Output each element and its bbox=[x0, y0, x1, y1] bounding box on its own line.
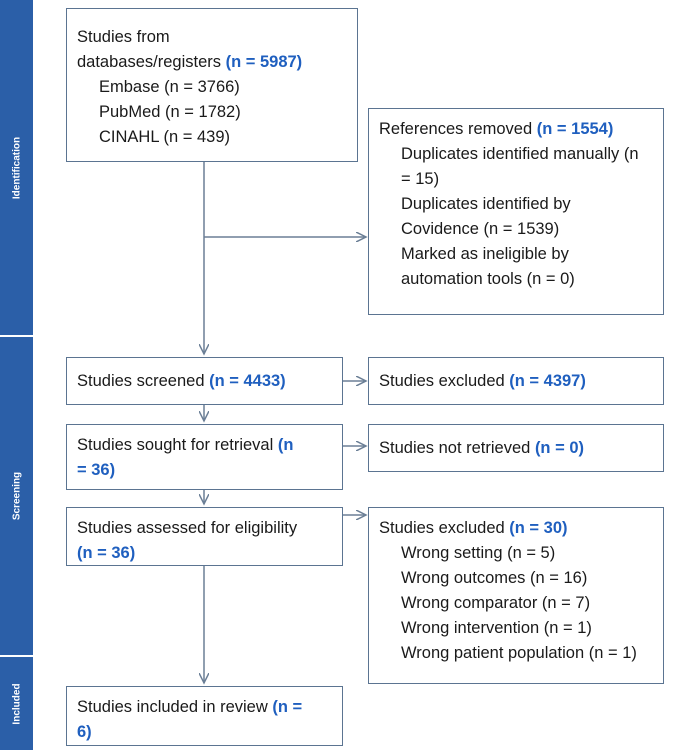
removed-count: (n = 1554) bbox=[536, 120, 614, 138]
box-assessed-eligibility: Studies assessed for eligibility (n = 36… bbox=[66, 507, 343, 566]
removed-item-6: automation tools (n = 0) bbox=[401, 270, 575, 288]
removed-item-3: Duplicates identified by bbox=[401, 195, 571, 213]
assessed-title: Studies assessed for eligibility bbox=[77, 519, 298, 537]
databases-count: (n = 5987) bbox=[225, 53, 303, 71]
excluded2-item-setting: Wrong setting (n = 5) bbox=[401, 544, 556, 562]
box-excluded-eligibility: Studies excluded (n = 30) Wrong setting … bbox=[368, 507, 664, 684]
databases-line1: Studies from bbox=[77, 28, 170, 46]
excluded1-title: Studies excluded bbox=[379, 372, 505, 390]
databases-item-pubmed: PubMed (n = 1782) bbox=[99, 103, 241, 121]
databases-item-cinahl: CINAHL (n = 439) bbox=[99, 128, 230, 146]
excluded2-title: Studies excluded bbox=[379, 519, 505, 537]
screened-count: (n = 4433) bbox=[209, 372, 286, 390]
excluded2-item-comparator: Wrong comparator (n = 7) bbox=[401, 594, 591, 612]
excluded2-count: (n = 30) bbox=[509, 519, 568, 537]
included-count-b: 6) bbox=[77, 723, 92, 741]
databases-line2-row: databases/registers (n = 5987) bbox=[77, 50, 347, 75]
phase-bar-identification: Identification bbox=[0, 0, 33, 335]
removed-item-1: Duplicates identified manually (n bbox=[401, 145, 639, 163]
box-not-retrieved: Studies not retrieved (n = 0) bbox=[368, 424, 664, 472]
removed-title-row: References removed (n = 1554) bbox=[379, 117, 653, 142]
phase-bar-screening: Screening bbox=[0, 337, 33, 655]
screened-title: Studies screened bbox=[77, 372, 205, 390]
assessed-count: (n = 36) bbox=[77, 544, 136, 562]
excluded2-item-outcomes: Wrong outcomes (n = 16) bbox=[401, 569, 588, 587]
removed-item-5: Marked as ineligible by bbox=[401, 245, 569, 263]
included-row1: Studies included in review (n = bbox=[77, 695, 332, 720]
excluded2-title-row: Studies excluded (n = 30) bbox=[379, 516, 653, 541]
sought-row1: Studies sought for retrieval (n bbox=[77, 433, 332, 458]
excluded2-item-population: Wrong patient population (n = 1) bbox=[401, 644, 637, 662]
not-retrieved-title: Studies not retrieved bbox=[379, 439, 531, 457]
box-screened: Studies screened (n = 4433) bbox=[66, 357, 343, 405]
box-references-removed: References removed (n = 1554) Duplicates… bbox=[368, 108, 664, 315]
excluded2-item-intervention: Wrong intervention (n = 1) bbox=[401, 619, 592, 637]
not-retrieved-count: (n = 0) bbox=[534, 439, 584, 457]
removed-item-2: = 15) bbox=[401, 170, 440, 188]
sought-count-b: = 36) bbox=[77, 461, 116, 479]
excluded1-count: (n = 4397) bbox=[509, 372, 586, 390]
box-excluded-screening: Studies excluded (n = 4397) bbox=[368, 357, 664, 405]
databases-line2: databases/registers bbox=[77, 53, 221, 71]
box-sought-retrieval: Studies sought for retrieval (n = 36) bbox=[66, 424, 343, 490]
box-databases: Studies from databases/registers (n = 59… bbox=[66, 8, 358, 162]
removed-item-4: Covidence (n = 1539) bbox=[401, 220, 560, 238]
databases-item-embase: Embase (n = 3766) bbox=[99, 78, 240, 96]
removed-title: References removed bbox=[379, 120, 533, 138]
box-included-review: Studies included in review (n = 6) bbox=[66, 686, 343, 746]
phase-bar-included: Included bbox=[0, 657, 33, 750]
sought-title: Studies sought for retrieval bbox=[77, 436, 274, 454]
included-title: Studies included in review bbox=[77, 698, 268, 716]
sought-count-a: (n bbox=[277, 436, 294, 454]
included-count-a: (n = bbox=[272, 698, 303, 716]
